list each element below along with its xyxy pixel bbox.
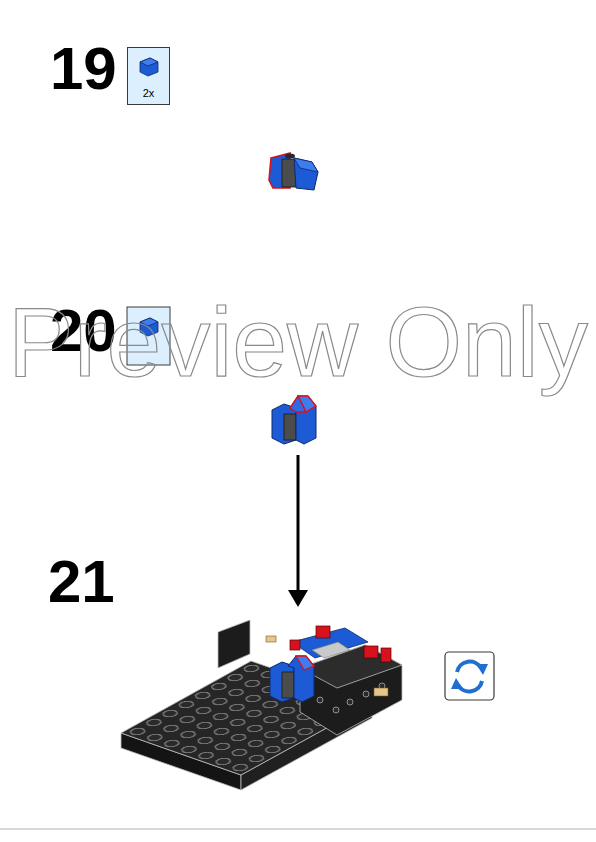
step-number: 19 bbox=[50, 39, 117, 99]
part-count: 2x bbox=[128, 88, 169, 99]
model bbox=[121, 620, 402, 790]
watermark: Preview Only bbox=[8, 293, 588, 391]
placement-arrow bbox=[288, 455, 308, 607]
step-number: 21 bbox=[48, 552, 115, 612]
sub-assembly bbox=[272, 396, 316, 444]
part-icon bbox=[128, 48, 169, 88]
page-rule bbox=[0, 829, 596, 830]
rotate-icon bbox=[445, 652, 494, 700]
sub-assembly bbox=[269, 153, 318, 190]
part-callout: 2x bbox=[127, 47, 170, 105]
